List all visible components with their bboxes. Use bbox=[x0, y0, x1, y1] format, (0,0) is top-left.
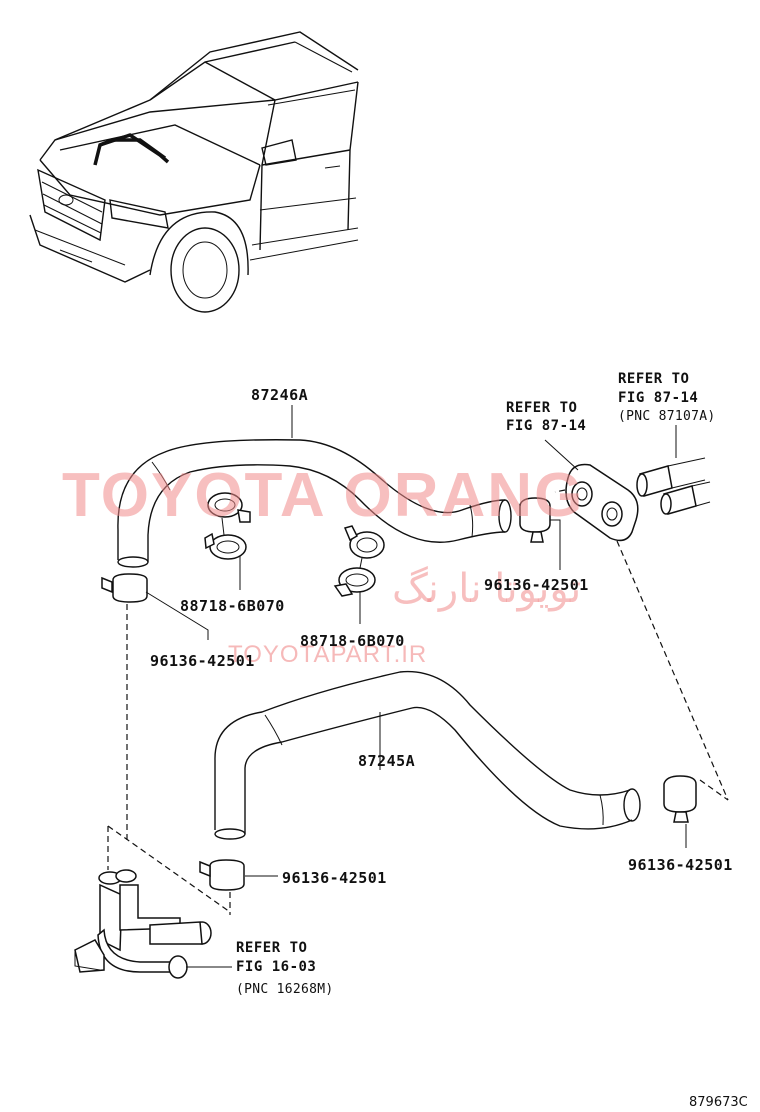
svg-text:REFER TO: REFER TO bbox=[506, 400, 577, 416]
hose-holder-1 bbox=[204, 492, 251, 560]
hose-clamp-left bbox=[101, 573, 148, 603]
svg-text:REFER TO: REFER TO bbox=[618, 371, 689, 387]
leader-lines bbox=[145, 405, 687, 968]
hose-clamp-mid-right bbox=[519, 497, 551, 543]
hose-clamp-lower-left bbox=[199, 859, 245, 891]
label-holder-2: 88718-6B070 bbox=[300, 632, 405, 650]
connection-lines bbox=[107, 489, 729, 915]
label-holder-1: 88718-6B070 bbox=[180, 597, 285, 615]
label-clamp-lower-right: 96136-42501 bbox=[628, 856, 733, 874]
water-outlet-pipe bbox=[74, 869, 212, 979]
svg-text:REFER TO: REFER TO bbox=[236, 940, 307, 956]
watermark-main-text: TOYOTA ORANG bbox=[62, 461, 584, 530]
label-87245a: 87245A bbox=[358, 752, 415, 770]
vehicle-illustration bbox=[29, 31, 359, 313]
svg-text:(PNC 16268M): (PNC 16268M) bbox=[236, 982, 334, 997]
heater-hose-upper bbox=[117, 439, 512, 568]
watermark-site-text: TOYOTAPART.IR bbox=[228, 641, 427, 668]
watermark-persian-text: تویوتا نارنگ bbox=[392, 566, 581, 612]
label-87246a: 87246A bbox=[251, 386, 308, 404]
svg-text:(PNC 87107A): (PNC 87107A) bbox=[618, 409, 716, 424]
watermark: TOYOTA ORANG تویوتا نارنگ TOYOTAPART.IR bbox=[62, 461, 584, 668]
figure-id: 879673C bbox=[689, 1095, 748, 1110]
svg-text:FIG 87-14: FIG 87-14 bbox=[506, 418, 586, 434]
label-clamp-mid-right: 96136-42501 bbox=[484, 576, 589, 594]
hose-clamp-lower-right bbox=[663, 775, 697, 823]
reference-pnc-87107a: REFER TO FIG 87-14 (PNC 87107A) bbox=[618, 371, 716, 424]
reference-pnc-16268m: REFER TO FIG 16-03 (PNC 16268M) bbox=[236, 940, 334, 997]
svg-text:FIG 16-03: FIG 16-03 bbox=[236, 959, 316, 975]
heater-flange bbox=[565, 463, 639, 542]
hose-holder-2 bbox=[333, 525, 385, 597]
svg-text:FIG 87-14: FIG 87-14 bbox=[618, 390, 698, 406]
heater-hose-lower bbox=[214, 670, 641, 840]
reference-fig-87-14: REFER TO FIG 87-14 bbox=[506, 400, 586, 434]
label-clamp-left: 96136-42501 bbox=[150, 652, 255, 670]
label-clamp-lower-left: 96136-42501 bbox=[282, 869, 387, 887]
heater-pipes bbox=[636, 457, 711, 515]
